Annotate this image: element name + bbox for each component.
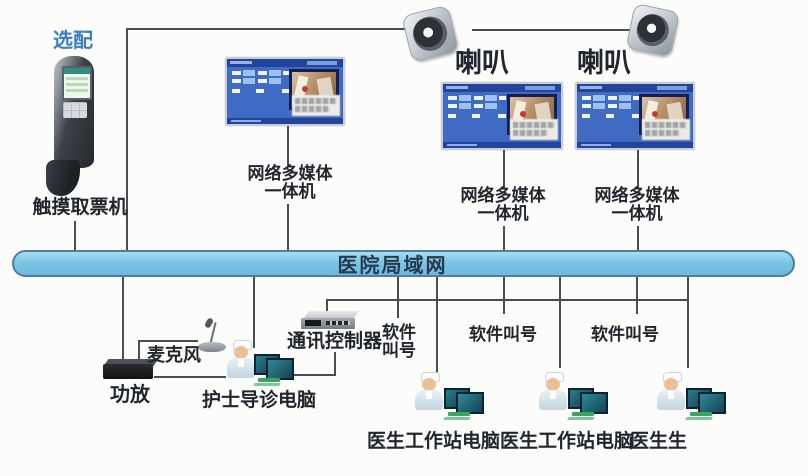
monitor2-label: 网络多媒体 一体机	[460, 186, 546, 224]
bus-to-controller-stub	[326, 299, 328, 313]
multimedia-screen-2	[441, 82, 563, 150]
lan-to-doctor1-line	[436, 277, 438, 373]
ticket-kiosk-icon	[46, 56, 102, 196]
software-call-label-1: 软件 叫号	[382, 323, 416, 361]
kiosk-keypad	[63, 102, 87, 118]
mic-link-line-v	[138, 340, 140, 363]
lan-to-nurse-line	[253, 277, 255, 348]
monitor1-line-lower	[287, 204, 289, 252]
kiosk-base	[46, 160, 80, 196]
software-call-label-3: 软件叫号	[591, 325, 659, 345]
software-call-label-2: 软件叫号	[469, 325, 537, 345]
monitor2-line-lower	[503, 226, 505, 252]
optional-label: 选配	[53, 28, 93, 52]
nurse-computer-icon	[253, 352, 294, 390]
microphone-icon	[196, 317, 230, 354]
top-bus-line-left	[127, 28, 407, 30]
amplifier-icon	[103, 359, 159, 383]
monitor3-line-upper	[637, 150, 639, 188]
speaker-icon-1	[401, 4, 460, 63]
mic-link-line-h	[138, 340, 198, 342]
hospital-lan-bus: 医院局域网	[12, 250, 795, 277]
monitor3-label: 网络多媒体 一体机	[594, 186, 680, 224]
doctor-computer-icon-1	[443, 386, 484, 424]
monitor1-line-upper	[287, 126, 289, 167]
doctor-pc-label-3: 医生生	[630, 430, 688, 452]
doctor-pc-label-2: 医生工作站电脑	[500, 430, 634, 452]
lan-stub-swcall3	[636, 277, 638, 314]
controller-to-nurse-line-h	[292, 374, 336, 376]
monitor3-line-lower	[637, 226, 639, 252]
lan-label: 医院局域网	[337, 253, 448, 277]
comm-controller-label: 通讯控制器	[287, 330, 383, 352]
lan-to-doctor3-line	[687, 277, 689, 368]
doctor-computer-icon-2	[567, 386, 608, 424]
lan-stub-swcall1	[397, 277, 399, 318]
amp-to-nurse-line	[154, 376, 226, 378]
speaker-label-2: 喇叭	[577, 48, 631, 79]
speaker-icon-2	[625, 2, 681, 58]
lan-to-doctor2-line	[559, 277, 561, 368]
nurse-pc-label: 护士导诊电脑	[202, 389, 317, 411]
comm-controller-icon	[301, 311, 359, 331]
multimedia-screen-3	[575, 82, 695, 150]
microphone-label: 麦克风	[147, 345, 201, 366]
software-call-bus-line	[327, 299, 689, 301]
amplifier-label: 功放	[110, 382, 150, 406]
lan-to-amp-line	[122, 277, 124, 362]
doctor-pc-label-1: 医生工作站电脑	[367, 430, 501, 452]
kiosk-screen	[62, 66, 92, 100]
lan-stub-swcall2	[503, 277, 505, 314]
frame-vertical-line	[126, 28, 128, 252]
kiosk-label: 触摸取票机	[32, 196, 128, 218]
top-bus-line-right	[472, 29, 634, 31]
controller-to-nurse-line-v	[334, 352, 336, 376]
speaker-label-1: 喇叭	[455, 48, 509, 79]
multimedia-screen-1	[225, 57, 345, 126]
monitor1-label: 网络多媒体 一体机	[247, 164, 333, 202]
monitor2-line-upper	[503, 150, 505, 188]
doctor-computer-icon-3	[685, 386, 726, 424]
kiosk-to-lan-line	[74, 221, 76, 252]
